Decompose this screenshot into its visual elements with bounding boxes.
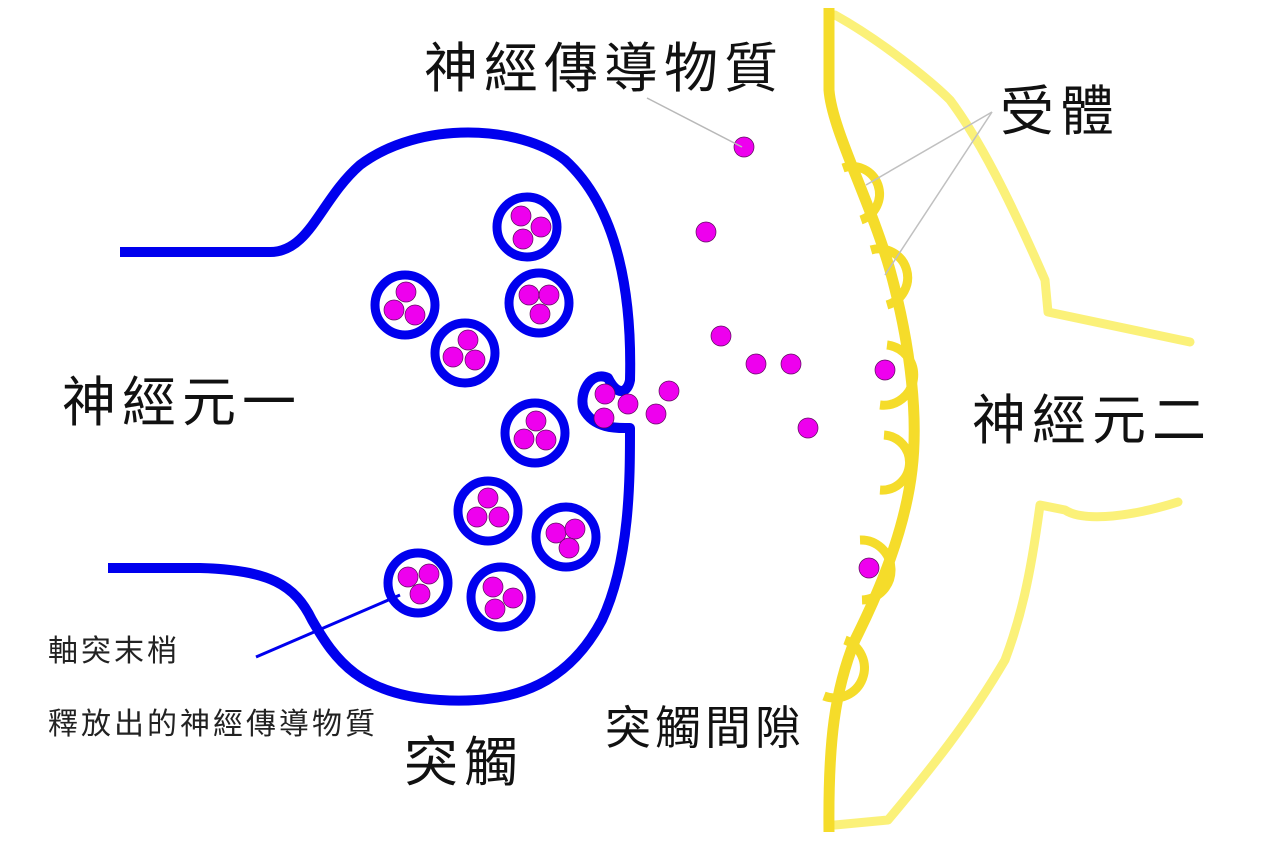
neurotransmitter-molecule bbox=[780, 353, 802, 375]
label-neurotransmitter: 神經傳導物質 bbox=[424, 37, 784, 100]
neuron-two-membrane bbox=[823, 8, 920, 833]
neurotransmitter-molecule bbox=[797, 417, 819, 439]
neurotransmitter-molecule bbox=[645, 403, 667, 425]
free-neurotransmitters bbox=[617, 136, 896, 579]
receptor-icon bbox=[822, 635, 869, 703]
axon-terminal-leader-line bbox=[255, 593, 401, 659]
exocytosis-molecules bbox=[593, 383, 616, 429]
vesicle bbox=[466, 562, 536, 632]
receptor-icon bbox=[879, 340, 919, 410]
vesicle bbox=[531, 502, 601, 572]
synaptic-vesicles bbox=[370, 192, 601, 632]
label-neuron-one: 神經元一 bbox=[62, 371, 302, 434]
vesicle bbox=[504, 268, 574, 338]
receptor-icon bbox=[859, 535, 896, 605]
neuron-one-membrane bbox=[108, 127, 636, 706]
neurotransmitter-molecule bbox=[617, 393, 639, 415]
label-released-neurotransmitter: 釋放出的神經傳導物質 bbox=[48, 707, 378, 742]
neurotransmitter-molecule bbox=[695, 221, 717, 243]
label-synapse: 突觸 bbox=[404, 731, 524, 794]
neurotransmitter-molecule bbox=[745, 353, 767, 375]
neurotransmitter-molecule bbox=[874, 359, 896, 381]
vesicle bbox=[453, 476, 523, 546]
neurotransmitter-molecule bbox=[858, 557, 880, 579]
receptors bbox=[822, 161, 919, 703]
receptor-icon bbox=[869, 244, 913, 310]
vesicle bbox=[492, 192, 562, 262]
neurotransmitter-leader-line bbox=[646, 97, 743, 148]
vesicle bbox=[500, 398, 570, 468]
neurotransmitter-molecule bbox=[710, 325, 732, 347]
label-receptor: 受體 bbox=[1000, 80, 1120, 143]
receptor-icon bbox=[879, 430, 914, 495]
neurotransmitter-molecule bbox=[733, 136, 755, 158]
neurotransmitter-molecule bbox=[658, 380, 680, 402]
receptor-leader-lines bbox=[865, 111, 993, 276]
vesicle bbox=[430, 318, 500, 388]
label-synaptic-cleft: 突觸間隙 bbox=[605, 701, 805, 755]
vesicle bbox=[370, 270, 440, 340]
label-neuron-two: 神經元二 bbox=[972, 389, 1212, 452]
receptor-icon bbox=[841, 161, 885, 225]
label-axon-terminal: 軸突末梢 bbox=[48, 634, 180, 669]
vesicle bbox=[383, 548, 453, 618]
neuron-two-outline bbox=[830, 10, 1195, 830]
